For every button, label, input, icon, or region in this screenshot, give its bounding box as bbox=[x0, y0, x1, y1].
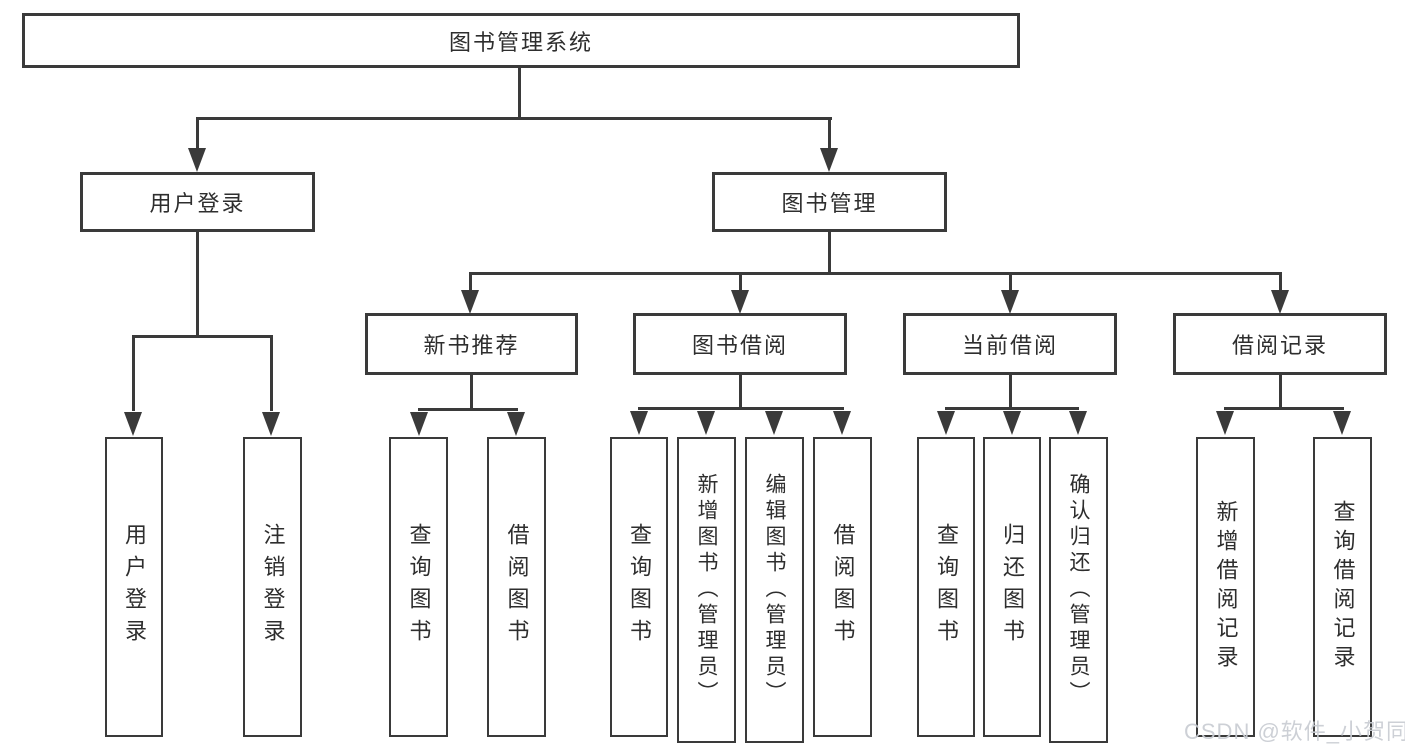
arrow-new-books-leaf-1-icon bbox=[410, 412, 428, 436]
arrow-to-login-leaf-icon bbox=[124, 412, 142, 436]
edge-user-login-right-stub bbox=[270, 337, 273, 411]
node-current-borrow: 当前借阅 bbox=[903, 313, 1117, 375]
arrow-to-borrow-records-icon bbox=[1271, 290, 1289, 314]
edge-root-horizontal bbox=[196, 117, 832, 120]
leaf-borrow-query: 查询图书 bbox=[610, 437, 668, 737]
leaf-borrow-book-label: 借阅图书 bbox=[830, 523, 856, 651]
edge-current-borrow-horizontal bbox=[945, 407, 1079, 410]
node-current-borrow-label: 当前借阅 bbox=[961, 333, 1058, 358]
edge-user-login-vertical bbox=[196, 232, 199, 335]
leaf-borrow-query-label: 查询图书 bbox=[627, 523, 652, 651]
node-book-management-branch-label: 图书管理 bbox=[781, 191, 878, 216]
csdn-watermark: CSDN @软件_小贺同学 bbox=[1184, 719, 1405, 744]
edge-new-books-vertical bbox=[470, 375, 473, 408]
leaf-return-book-label: 归还图书 bbox=[1000, 523, 1025, 651]
leaf-new-books-borrow-label: 借阅图书 bbox=[504, 523, 530, 651]
arrow-current-borrow-leaf-1-icon bbox=[937, 411, 955, 435]
arrow-new-books-leaf-2-icon bbox=[507, 412, 525, 436]
edge-root-right-stub bbox=[828, 119, 831, 150]
edge-book-borrow-vertical bbox=[739, 375, 742, 407]
arrow-to-book-management-icon bbox=[820, 148, 838, 172]
edge-user-login-left-stub bbox=[132, 337, 135, 411]
edge-book-mgmt-stub-1 bbox=[469, 274, 472, 292]
edge-root-left-stub bbox=[196, 119, 199, 150]
leaf-query-borrow-record: 查询借阅记录 bbox=[1313, 437, 1372, 737]
arrow-current-borrow-leaf-3-icon bbox=[1069, 411, 1087, 435]
arrow-to-logout-leaf-icon bbox=[262, 412, 280, 436]
arrow-to-new-books-icon bbox=[461, 290, 479, 314]
leaf-add-borrow-record: 新增借阅记录 bbox=[1196, 437, 1255, 737]
leaf-user-login: 用户登录 bbox=[105, 437, 163, 737]
leaf-confirm-return-admin-label: 确认归还（管理员） bbox=[1067, 473, 1090, 707]
edge-new-books-horizontal bbox=[418, 408, 518, 411]
node-new-books: 新书推荐 bbox=[365, 313, 578, 375]
node-borrow-records-label: 借阅记录 bbox=[1231, 333, 1328, 358]
leaf-logout-label: 注销登录 bbox=[260, 523, 286, 651]
leaf-add-book-admin-label: 新增图书（管理员） bbox=[695, 473, 718, 707]
arrow-to-user-login-icon bbox=[188, 148, 206, 172]
arrow-current-borrow-leaf-2-icon bbox=[1003, 411, 1021, 435]
leaf-add-book-admin: 新增图书（管理员） bbox=[677, 437, 736, 743]
edge-user-login-horizontal bbox=[132, 335, 273, 338]
leaf-logout: 注销登录 bbox=[243, 437, 302, 737]
node-book-borrow-label: 图书借阅 bbox=[691, 333, 788, 358]
leaf-edit-book-admin-label: 编辑图书（管理员） bbox=[763, 473, 786, 707]
arrow-borrow-records-leaf-1-icon bbox=[1216, 411, 1234, 435]
edge-root-vertical bbox=[518, 68, 521, 117]
node-book-management-branch: 图书管理 bbox=[712, 172, 947, 232]
leaf-new-books-query-label: 查询图书 bbox=[406, 523, 432, 651]
leaf-new-books-borrow: 借阅图书 bbox=[487, 437, 546, 737]
edge-book-mgmt-vertical bbox=[828, 232, 831, 272]
arrow-to-book-borrow-icon bbox=[731, 290, 749, 314]
node-user-login-branch: 用户登录 bbox=[80, 172, 315, 232]
leaf-confirm-return-admin: 确认归还（管理员） bbox=[1049, 437, 1108, 743]
edge-book-mgmt-stub-3 bbox=[1009, 274, 1012, 292]
leaf-add-borrow-record-label: 新增借阅记录 bbox=[1213, 500, 1239, 674]
node-book-borrow: 图书借阅 bbox=[633, 313, 847, 375]
edge-book-mgmt-stub-4 bbox=[1279, 274, 1282, 292]
edge-borrow-records-vertical bbox=[1279, 375, 1282, 407]
node-borrow-records: 借阅记录 bbox=[1173, 313, 1387, 375]
edge-book-mgmt-horizontal bbox=[469, 272, 1282, 275]
leaf-current-query-label: 查询图书 bbox=[934, 523, 959, 651]
node-user-login-branch-label: 用户登录 bbox=[149, 191, 246, 216]
leaf-edit-book-admin: 编辑图书（管理员） bbox=[745, 437, 804, 743]
edge-borrow-records-horizontal bbox=[1224, 407, 1344, 410]
edge-book-borrow-horizontal bbox=[638, 407, 844, 410]
arrow-book-borrow-leaf-2-icon bbox=[697, 411, 715, 435]
leaf-new-books-query: 查询图书 bbox=[389, 437, 448, 737]
edge-book-mgmt-stub-2 bbox=[739, 274, 742, 292]
leaf-borrow-book: 借阅图书 bbox=[813, 437, 872, 737]
arrow-borrow-records-leaf-2-icon bbox=[1333, 411, 1351, 435]
arrow-book-borrow-leaf-1-icon bbox=[630, 411, 648, 435]
leaf-return-book: 归还图书 bbox=[983, 437, 1041, 737]
leaf-query-borrow-record-label: 查询借阅记录 bbox=[1330, 500, 1356, 674]
arrow-to-current-borrow-icon bbox=[1001, 290, 1019, 314]
node-root: 图书管理系统 bbox=[22, 13, 1020, 68]
node-root-label: 图书管理系统 bbox=[448, 29, 593, 55]
leaf-user-login-label: 用户登录 bbox=[122, 523, 147, 651]
edge-current-borrow-vertical bbox=[1009, 375, 1012, 407]
leaf-current-query: 查询图书 bbox=[917, 437, 975, 737]
node-new-books-label: 新书推荐 bbox=[423, 333, 520, 358]
arrow-book-borrow-leaf-3-icon bbox=[765, 411, 783, 435]
arrow-book-borrow-leaf-4-icon bbox=[833, 411, 851, 435]
